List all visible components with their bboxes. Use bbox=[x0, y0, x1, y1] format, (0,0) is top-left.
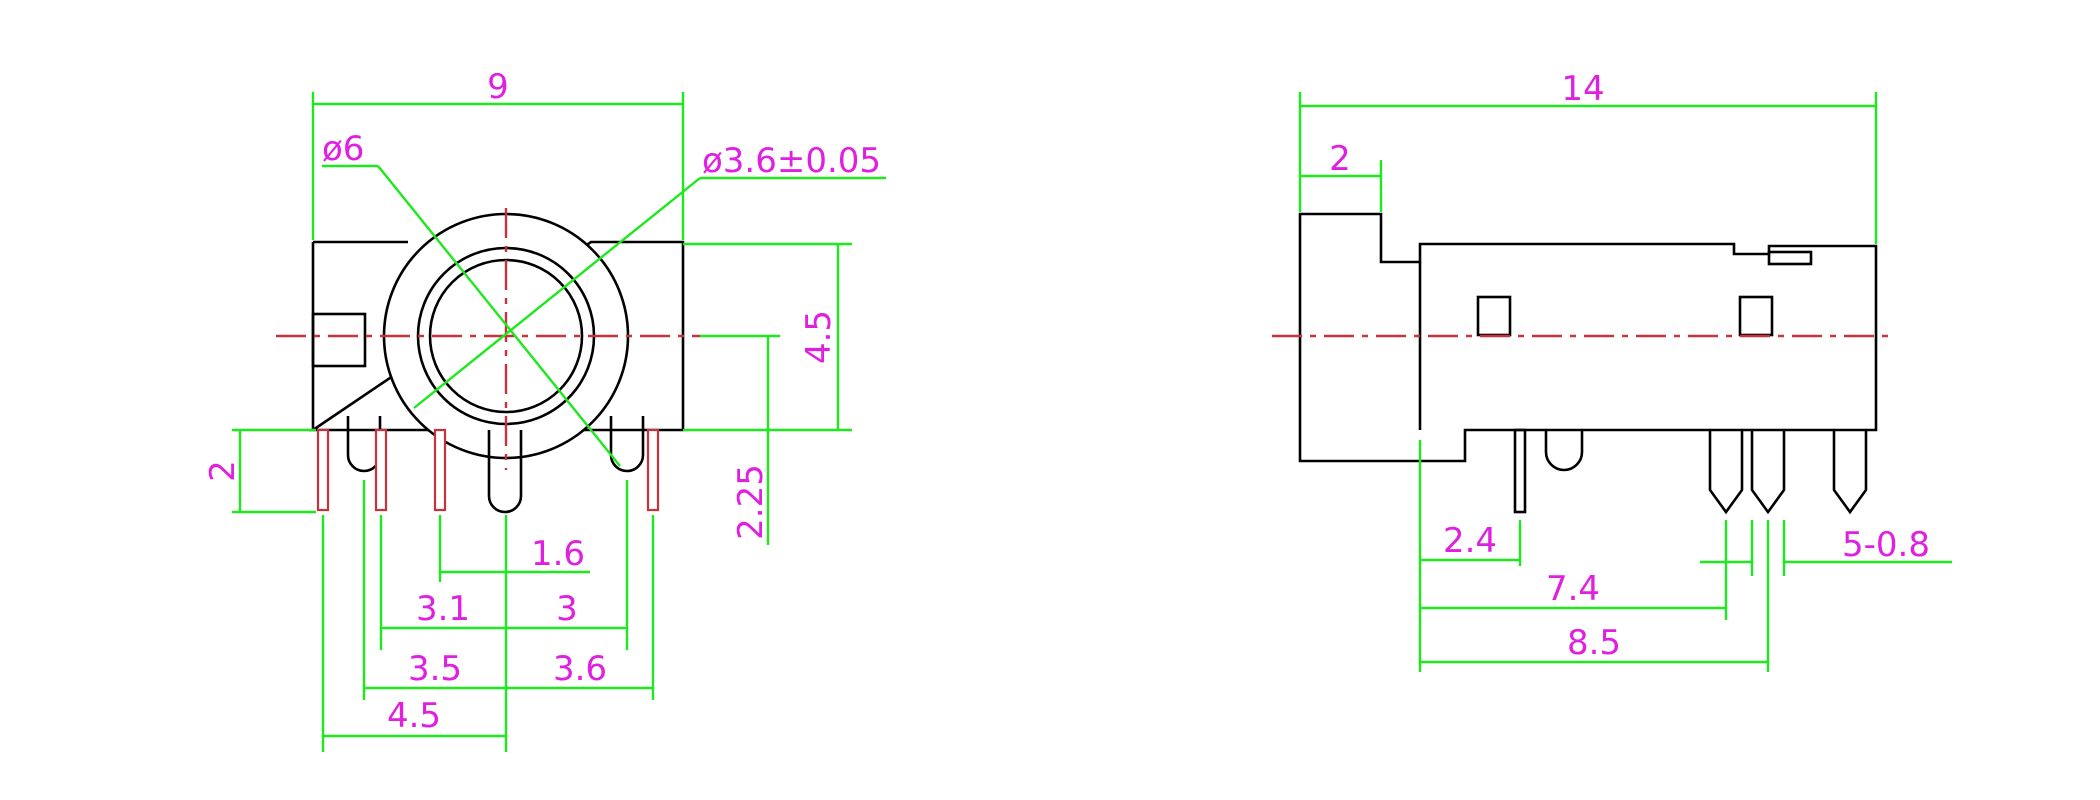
pin-left-3 bbox=[433, 428, 447, 512]
dim-hole-label: ø3.6±0.05 bbox=[702, 141, 881, 181]
side-pin-3 bbox=[1708, 430, 1744, 515]
dim-5-0-8-label: 5-0.8 bbox=[1842, 525, 1930, 565]
front-view: 9 ø6 ø3.6±0.05 4.5 2.25 2 1.6 bbox=[203, 67, 886, 752]
dim-3-1-label: 3.1 bbox=[416, 589, 470, 629]
dim-length-label: 14 bbox=[1561, 69, 1604, 109]
front-latch-window bbox=[311, 312, 367, 368]
side-window-right bbox=[1738, 295, 1774, 337]
side-pin-1 bbox=[1513, 428, 1527, 514]
dim-od-label: ø6 bbox=[322, 129, 364, 169]
side-view: 14 2 2.4 7.4 8.5 5-0.8 bbox=[1272, 69, 1952, 672]
dim-3-5-label: 3.5 bbox=[408, 649, 462, 689]
dim-hole-line bbox=[413, 177, 701, 409]
pin-round-2 bbox=[487, 430, 523, 514]
dim-7-4-label: 7.4 bbox=[1546, 569, 1600, 609]
dim-3-label: 3 bbox=[556, 589, 578, 629]
side-window-left bbox=[1476, 295, 1512, 337]
dim-3-6-label: 3.6 bbox=[553, 649, 607, 689]
side-pin-4 bbox=[1750, 430, 1786, 515]
pin-right-1 bbox=[646, 428, 660, 512]
dim-4-5-label: 4.5 bbox=[387, 696, 441, 736]
side-top-notch bbox=[1767, 250, 1813, 266]
dim-flange-label: 2 bbox=[1329, 139, 1351, 179]
dim-od-line bbox=[377, 165, 621, 467]
dim-1-6-label: 1.6 bbox=[531, 534, 585, 574]
dim-2-4-label: 2.4 bbox=[1443, 521, 1497, 561]
dim-pinlen-label: 2 bbox=[203, 460, 243, 482]
dim-8-5-label: 8.5 bbox=[1567, 623, 1621, 663]
side-pin-5 bbox=[1832, 430, 1868, 515]
pin-left-2 bbox=[374, 428, 388, 512]
pin-left-1 bbox=[316, 428, 330, 512]
dim-center-label: 2.25 bbox=[731, 464, 771, 540]
pin-round-3 bbox=[609, 416, 645, 473]
side-pin-2 bbox=[1544, 430, 1584, 472]
dim-height-label: 4.5 bbox=[799, 310, 839, 364]
dim-width-label: 9 bbox=[487, 67, 509, 107]
